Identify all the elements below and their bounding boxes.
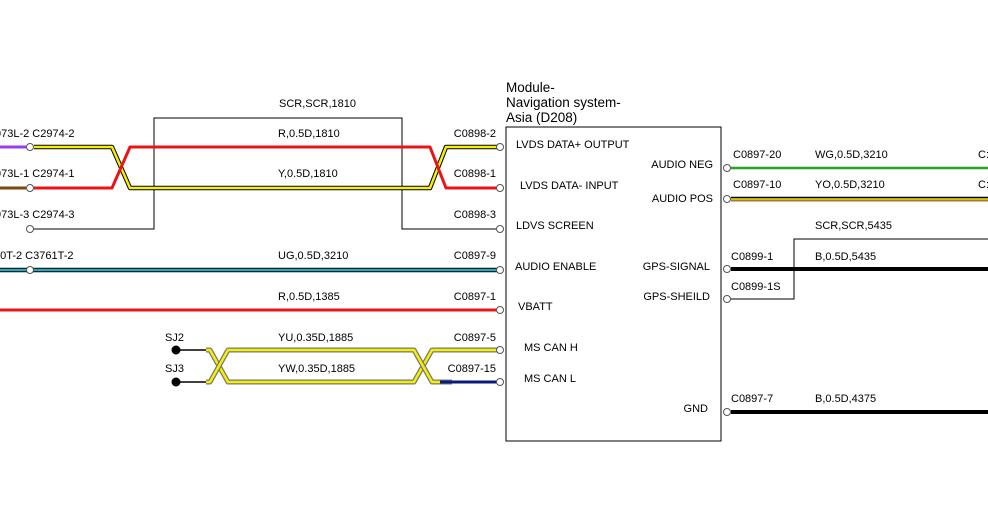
wire-lvds-red xyxy=(34,145,497,190)
conn-c0897-5: C0897-5 xyxy=(454,332,496,344)
terminal-module-gps-signal xyxy=(723,265,731,273)
conn-c0897-1: C0897-1 xyxy=(454,291,496,303)
left-connector-4: 60T-2 C3761T-2 xyxy=(0,250,74,262)
wire-label-gps-signal: B,0.5D,5435 xyxy=(815,251,876,263)
terminal-module-can-l xyxy=(496,378,504,386)
terminals xyxy=(26,143,731,416)
edge-fragment-2: C: xyxy=(978,179,988,191)
conn-c0897-9: C0897-9 xyxy=(454,250,496,262)
wire-label-lvds-plus: R,0.5D,1810 xyxy=(278,128,340,140)
splice-sj2 xyxy=(171,345,181,355)
terminal-module-lvds-plus xyxy=(496,143,504,151)
conn-c0898-2: C0898-2 xyxy=(454,128,496,140)
conn-c0897-7: C0897-7 xyxy=(731,393,773,405)
wire-label-can-h: YU,0.35D,1885 xyxy=(278,332,353,344)
pin-gps-sheild: GPS-SHEILD xyxy=(643,291,710,303)
terminal-left-4 xyxy=(26,266,34,274)
wire-label-audio-neg: WG,0.5D,3210 xyxy=(815,149,888,161)
left-connector-1: 973L-2 C2974-2 xyxy=(0,128,75,140)
conn-c0898-1: C0898-1 xyxy=(454,168,496,180)
wire-screen-shield xyxy=(30,117,497,230)
pin-gps-signal: GPS-SIGNAL xyxy=(643,261,710,273)
wire-label-audio-pos: YO,0.5D,3210 xyxy=(815,179,885,191)
terminal-left-1 xyxy=(26,143,34,151)
terminal-module-audio-enable xyxy=(496,266,504,274)
pin-ms-can-h: MS CAN H xyxy=(524,342,578,354)
left-connector-3: 973L-3 C2974-3 xyxy=(0,209,75,221)
module-box xyxy=(505,126,722,442)
pin-ms-can-l: MS CAN L xyxy=(524,373,576,385)
wire-label-screen-top: SCR,SCR,1810 xyxy=(279,98,356,110)
module-title-line-1: Module- xyxy=(506,80,555,95)
wire-label-gps-screen: SCR,SCR,5435 xyxy=(815,220,892,232)
terminal-module-gps-shield xyxy=(723,295,731,303)
terminal-left-2 xyxy=(26,184,34,192)
wire-label-gnd: B,0.5D,4375 xyxy=(815,393,876,405)
wire-label-lvds-minus: Y,0.5D,1810 xyxy=(278,168,338,180)
conn-c0899-1s: C0899-1S xyxy=(731,281,781,293)
pin-ldvs-screen: LDVS SCREEN xyxy=(516,220,594,232)
edge-fragment-1: C: xyxy=(978,149,988,161)
wire-label-can-l: YW,0.35D,1885 xyxy=(278,363,355,375)
wire-label-audio-enable: UG,0.5D,3210 xyxy=(278,250,348,262)
wire-lvds-yellow xyxy=(34,144,497,191)
terminal-module-vbatt xyxy=(496,306,504,314)
terminal-left-3 xyxy=(26,225,34,233)
wire-label-vbatt: R,0.5D,1385 xyxy=(278,291,340,303)
conn-c0898-3: C0898-3 xyxy=(454,209,496,221)
conn-c0899-1: C0899-1 xyxy=(731,251,773,263)
splice-sj2-label: SJ2 xyxy=(165,332,184,344)
conn-c0897-10: C0897-10 xyxy=(733,179,781,191)
terminal-module-can-h xyxy=(496,346,504,354)
splice-sj3-label: SJ3 xyxy=(165,363,184,375)
conn-c0897-20: C0897-20 xyxy=(733,149,781,161)
terminal-module-lvds-minus xyxy=(496,184,504,192)
terminal-module-audio-pos xyxy=(723,195,731,203)
pin-lvds-data-minus-input: LVDS DATA- INPUT xyxy=(520,180,619,192)
left-connector-2: 973L-1 C2974-1 xyxy=(0,168,75,180)
terminal-module-screen xyxy=(496,225,504,233)
splice-sj3 xyxy=(171,377,181,387)
pin-gnd: GND xyxy=(684,403,709,415)
pin-audio-pos: AUDIO POS xyxy=(652,193,713,205)
pin-lvds-data-plus-output: LVDS DATA+ OUTPUT xyxy=(516,139,630,151)
module-title-line-3: Asia (D208) xyxy=(506,110,577,125)
pin-audio-enable: AUDIO ENABLE xyxy=(515,261,596,273)
conn-c0897-15: C0897-15 xyxy=(448,363,496,375)
pin-vbatt: VBATT xyxy=(518,301,553,313)
module-title-line-2: Navigation system- xyxy=(506,95,621,110)
terminal-module-gnd xyxy=(723,408,731,416)
pin-audio-neg: AUDIO NEG xyxy=(651,159,713,171)
terminal-module-audio-neg xyxy=(723,164,731,172)
